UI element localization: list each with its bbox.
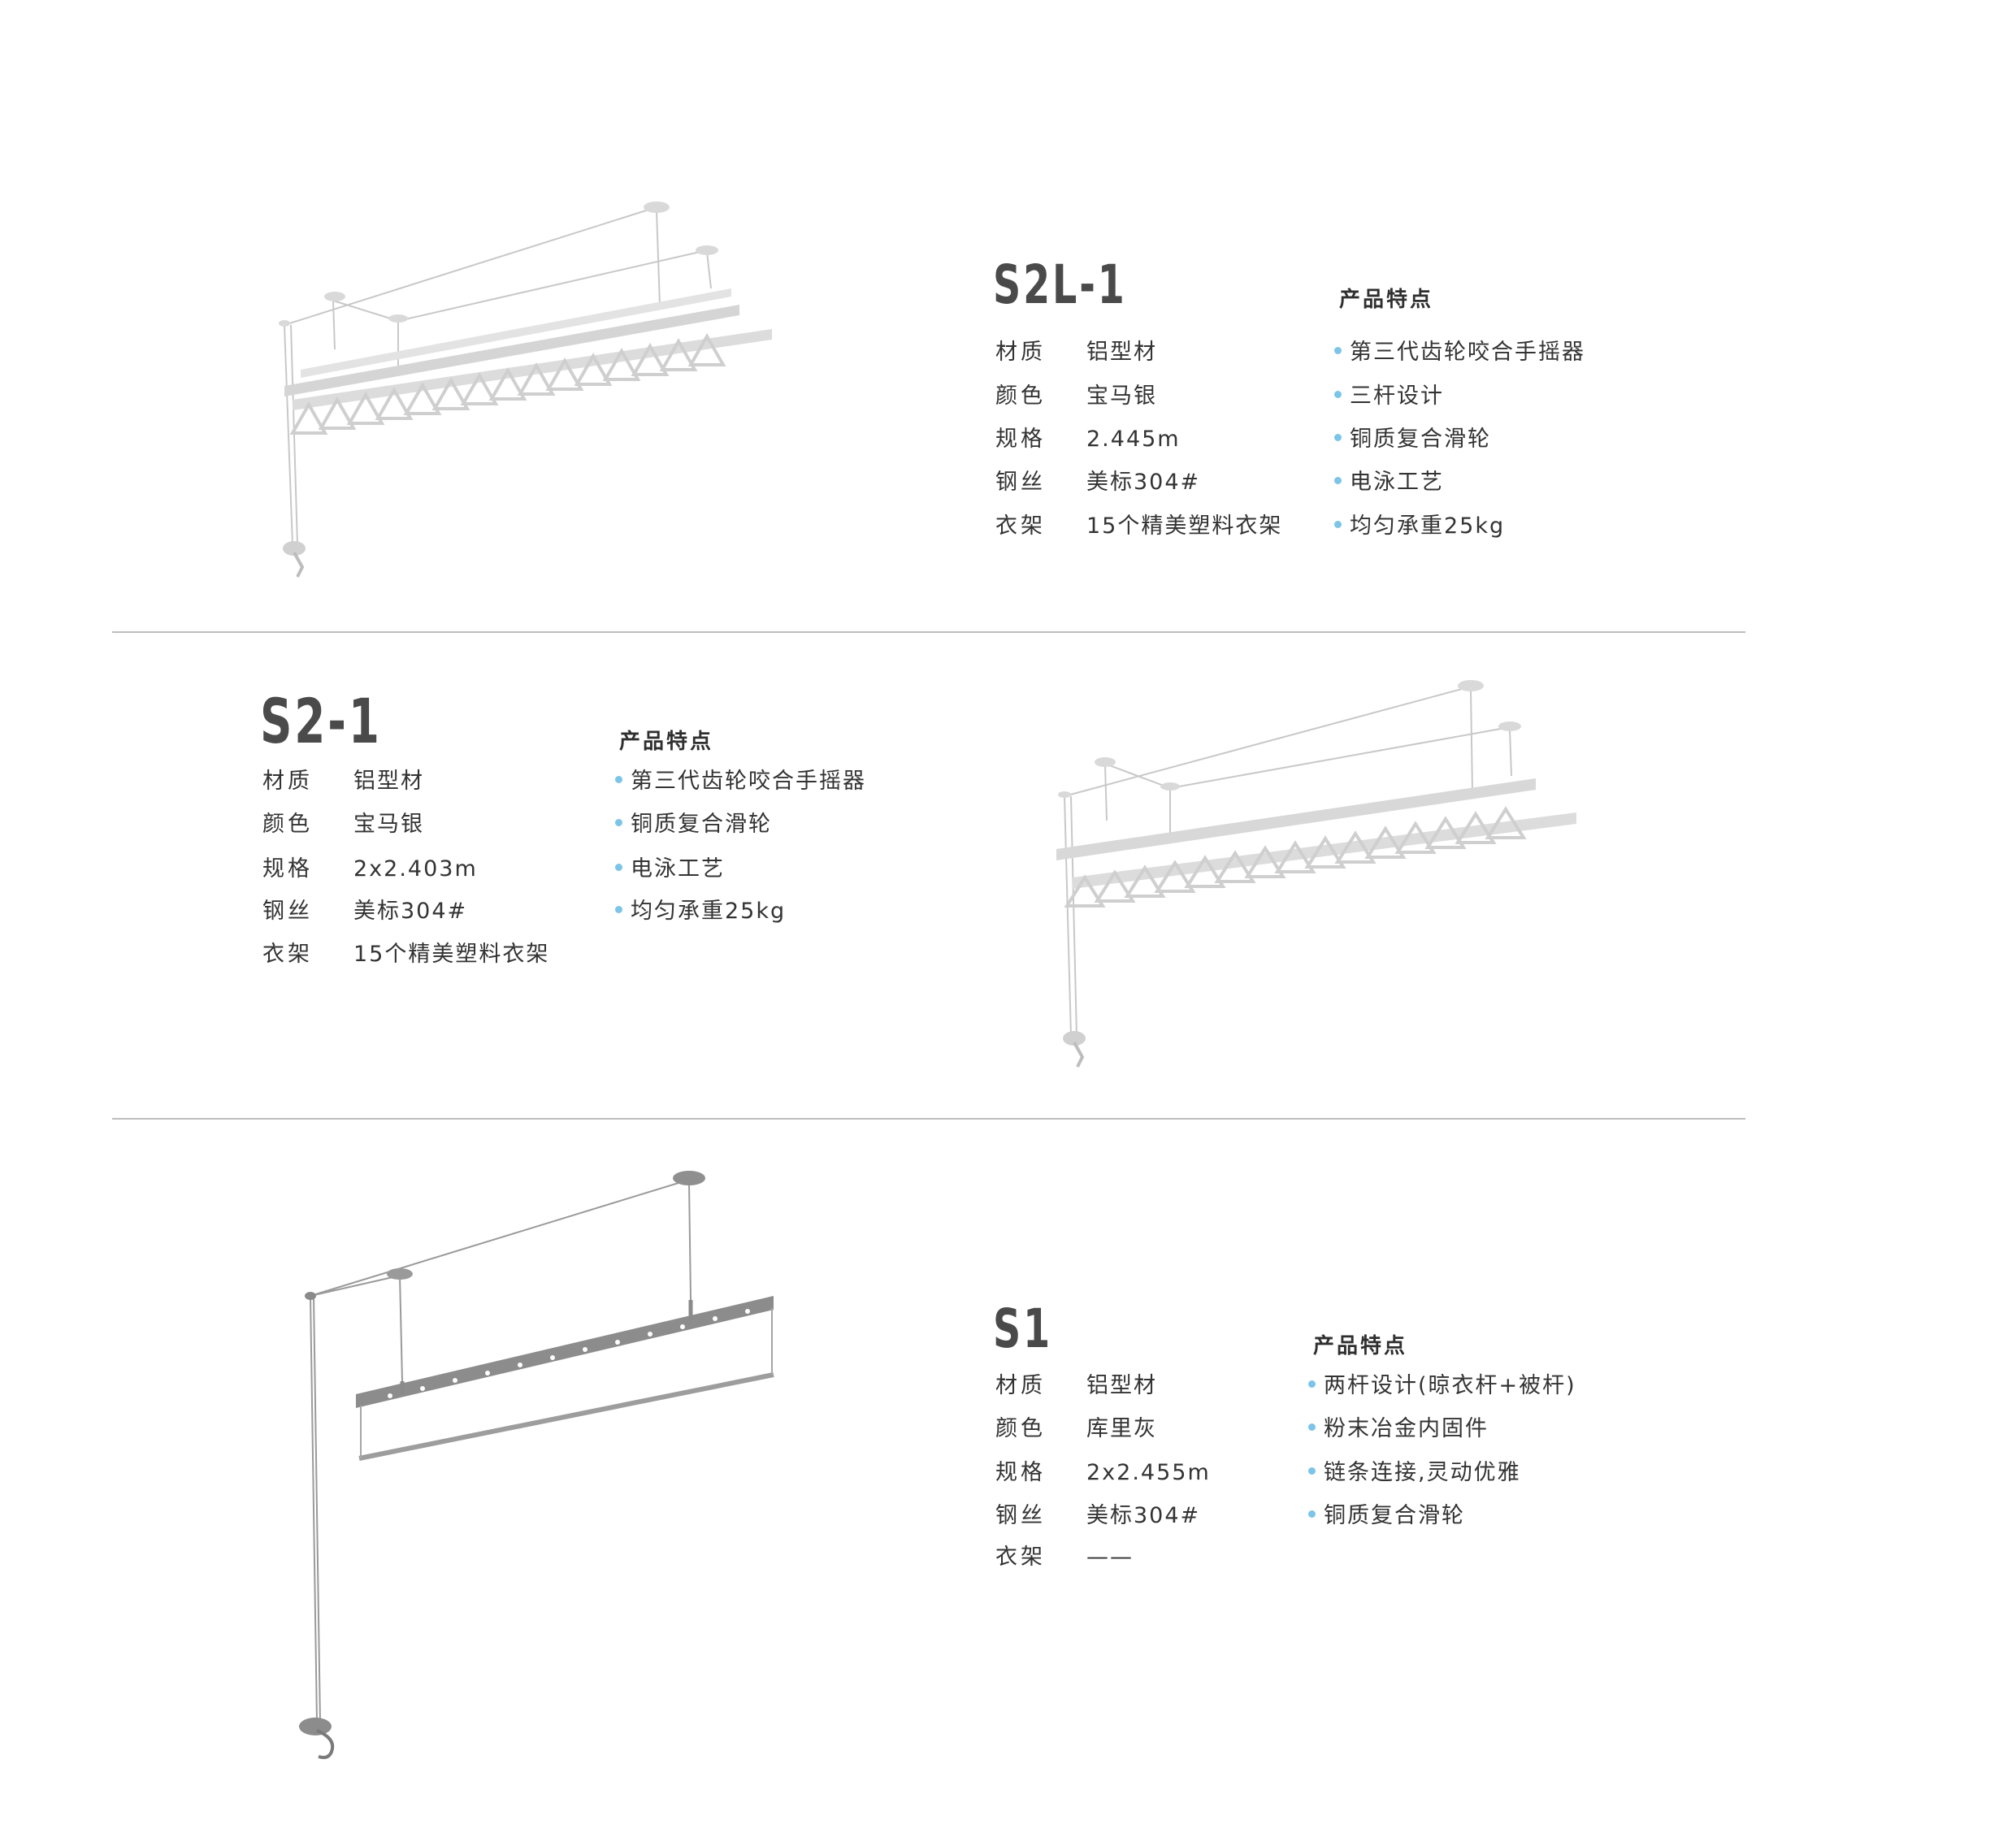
- spec-label: 规格: [995, 427, 1046, 452]
- spec-label: 衣架: [995, 1545, 1046, 1570]
- spec-color: 颜色 宝马银: [995, 385, 1157, 407]
- feature-item: 铜质复合滑轮: [615, 813, 772, 835]
- bullet-icon: [1334, 521, 1342, 528]
- spec-label: 颜色: [262, 812, 313, 837]
- spec-label: 规格: [262, 856, 313, 882]
- spec-size: 规格 2x2.403m: [262, 858, 478, 880]
- spec-value: 铝型材: [1086, 1373, 1157, 1398]
- bullet-icon: [1334, 347, 1342, 354]
- feature-item: 第三代齿轮咬合手摇器: [1334, 341, 1585, 363]
- spec-color: 颜色 宝马银: [262, 813, 424, 835]
- spec-label: 钢丝: [262, 899, 313, 924]
- spec-material: 材质 铝型材: [995, 1375, 1157, 1397]
- model-title: S2-1: [260, 685, 382, 757]
- spec-label: 衣架: [262, 942, 313, 967]
- spec-value: 美标304#: [1086, 1503, 1201, 1528]
- spec-material: 材质 铝型材: [262, 770, 424, 792]
- spec-label: 材质: [995, 1373, 1046, 1398]
- spec-value: 铝型材: [353, 769, 424, 794]
- spec-size: 规格 2x2.455m: [995, 1462, 1211, 1484]
- spec-value: 2x2.403m: [353, 856, 478, 882]
- spec-hanger: 衣架 ——: [995, 1546, 1134, 1568]
- section-divider: [112, 631, 1745, 633]
- bullet-icon: [615, 819, 622, 826]
- spec-value: 美标304#: [1086, 470, 1201, 495]
- spec-label: 材质: [995, 340, 1046, 365]
- spec-label: 钢丝: [995, 470, 1046, 495]
- feature-item: 粉末冶金内固件: [1308, 1418, 1489, 1440]
- feature-item: 电泳工艺: [615, 858, 725, 880]
- feature-item: 均匀承重25kg: [615, 900, 786, 922]
- spec-hanger: 衣架 15个精美塑料衣架: [262, 943, 549, 965]
- spec-hanger: 衣架 15个精美塑料衣架: [995, 515, 1282, 537]
- features-title: 产品特点: [619, 730, 714, 754]
- spec-wire: 钢丝 美标304#: [262, 900, 467, 922]
- bullet-icon: [615, 864, 622, 871]
- spec-color: 颜色 库里灰: [995, 1418, 1157, 1440]
- spec-value: ——: [1086, 1545, 1134, 1570]
- spec-label: 材质: [262, 769, 313, 794]
- features-title: 产品特点: [1339, 288, 1434, 312]
- spec-value: 宝马银: [353, 812, 424, 837]
- spec-value: 2x2.455m: [1086, 1460, 1211, 1485]
- bullet-icon: [1308, 1467, 1316, 1475]
- spec-value: 15个精美塑料衣架: [1086, 513, 1283, 539]
- spec-value: 美标304#: [353, 899, 468, 924]
- product-image-s1: [299, 1171, 774, 1760]
- bullet-icon: [1308, 1423, 1316, 1431]
- spec-value: 铝型材: [1086, 340, 1157, 365]
- bullet-icon: [1334, 434, 1342, 441]
- feature-item: 均匀承重25kg: [1334, 515, 1505, 537]
- feature-item: 铜质复合滑轮: [1334, 428, 1491, 450]
- spec-label: 衣架: [995, 513, 1046, 539]
- spec-material: 材质 铝型材: [995, 341, 1157, 363]
- spec-value: 2.445m: [1086, 427, 1181, 452]
- bullet-icon: [1334, 391, 1342, 398]
- spec-size: 规格 2.445m: [995, 428, 1181, 450]
- spec-label: 颜色: [995, 1416, 1046, 1441]
- features-title: 产品特点: [1313, 1334, 1408, 1358]
- bullet-icon: [1308, 1380, 1316, 1388]
- spec-label: 颜色: [995, 383, 1046, 409]
- spec-wire: 钢丝 美标304#: [995, 471, 1200, 493]
- feature-item: 链条连接,灵动优雅: [1308, 1462, 1521, 1484]
- spec-label: 规格: [995, 1460, 1046, 1485]
- model-title: S2L-1: [993, 253, 1127, 316]
- product-image-s2l-1: [279, 201, 772, 578]
- spec-value: 宝马银: [1086, 383, 1157, 409]
- section-divider: [112, 1118, 1745, 1120]
- spec-label: 钢丝: [995, 1503, 1046, 1528]
- feature-item: 铜质复合滑轮: [1308, 1505, 1465, 1527]
- feature-item: 第三代齿轮咬合手摇器: [615, 770, 866, 792]
- product-image-s2-1: [1056, 680, 1576, 1068]
- model-title: S1: [993, 1298, 1053, 1360]
- bullet-icon: [615, 776, 622, 783]
- spec-wire: 钢丝 美标304#: [995, 1505, 1200, 1527]
- spec-value: 15个精美塑料衣架: [353, 942, 550, 967]
- bullet-icon: [615, 906, 622, 913]
- bullet-icon: [1334, 477, 1342, 484]
- feature-item: 两杆设计(晾衣杆+被杆): [1308, 1375, 1576, 1397]
- feature-item: 三杆设计: [1334, 385, 1444, 407]
- feature-item: 电泳工艺: [1334, 471, 1444, 493]
- spec-value: 库里灰: [1086, 1416, 1157, 1441]
- bullet-icon: [1308, 1510, 1316, 1518]
